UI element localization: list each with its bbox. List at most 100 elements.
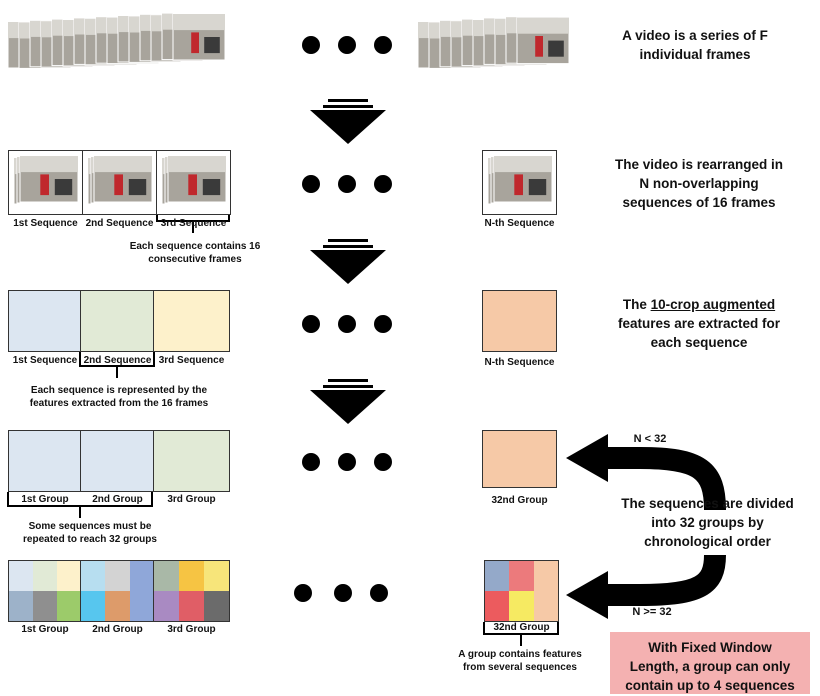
row5-label-1: 1st Group [21, 624, 69, 635]
frame-people [204, 37, 220, 54]
group-box-1 [8, 430, 82, 492]
curved-arrow-bottom-icon [566, 554, 726, 619]
row3-caption: Each sequence is represented by the feat… [14, 384, 224, 410]
bracket-row3 [79, 352, 155, 378]
row5-caption: A group contains features from several s… [440, 648, 600, 674]
group-box-2 [80, 430, 155, 492]
row4-caption-line2: repeated to reach 32 groups [23, 534, 157, 545]
video-frames-stack-right [417, 16, 570, 69]
feature-cell [33, 561, 57, 591]
mixed-group-32 [484, 560, 559, 622]
mixed-group-2 [80, 560, 155, 622]
frame-window [20, 156, 78, 173]
arrow-label-top: N < 32 [633, 433, 667, 445]
note-line1: With Fixed Window [648, 640, 772, 655]
bracket-row2 [156, 214, 230, 233]
row2-caption-line1: Each sequence contains 16 [129, 241, 261, 252]
frame-people [548, 40, 564, 57]
row4-label-32: 32nd Group [491, 495, 548, 506]
feature-cell [57, 591, 81, 621]
arrow-label-bottom: N >= 32 [632, 606, 672, 618]
feature-cell [485, 561, 510, 591]
feature-cell [81, 591, 106, 621]
row2-line2: N non-overlapping [639, 176, 759, 191]
row5-caption-line1: A group contains features [458, 649, 582, 660]
row4-line1: The sequences are divided [621, 496, 794, 511]
mixed-group-1 [8, 560, 82, 622]
row5-label-3: 3rd Group [167, 624, 216, 635]
row5-label-2: 2nd Group [92, 624, 143, 635]
row4-label-3: 3rd Group [167, 494, 216, 505]
feature-cell [485, 591, 510, 621]
feature-cell [204, 561, 229, 591]
row2-label-1: 1st Sequence [13, 218, 78, 229]
row3-label-3: 3rd Sequence [158, 355, 225, 366]
row2-label-n: N-th Sequence [484, 218, 555, 229]
row1-line1: A video is a series of F [622, 28, 768, 43]
feature-cell [509, 561, 534, 591]
feature-box-n [482, 290, 557, 352]
down-arrow-icon [310, 99, 386, 144]
row4-description: The sequences are divided into 32 groups… [600, 494, 815, 551]
feature-cell [81, 561, 106, 591]
sequence-thumb-n [482, 150, 557, 215]
feature-cell [57, 561, 81, 591]
feature-cell [179, 561, 204, 591]
bracket-row5 [483, 622, 559, 646]
feature-cell [129, 561, 154, 591]
row2-label-3: 3rd Sequence [160, 218, 227, 229]
feature-cell [533, 591, 558, 621]
frame-person [114, 174, 123, 196]
row2-description: The video is rearranged in N non-overlap… [594, 155, 804, 212]
frame-window [168, 156, 226, 173]
feature-cell [533, 561, 558, 591]
feature-cell [9, 591, 33, 621]
sequence-thumb-3 [156, 150, 231, 215]
feature-cell [105, 561, 130, 591]
frame-people [202, 179, 221, 196]
frame-person [40, 174, 49, 196]
fixed-window-note: With Fixed Window Length, a group can on… [610, 632, 810, 694]
row4-label-2: 2nd Group [92, 494, 143, 505]
row3-line1-underlined: 10-crop augmented [650, 297, 776, 312]
video-frames-stack-left [7, 13, 226, 69]
feature-box-2 [80, 290, 155, 352]
sequence-thumb-2 [82, 150, 157, 215]
feature-cell [204, 591, 229, 621]
row3-line1: The 10-crop augmented [594, 295, 804, 314]
row3-label-2: 2nd Sequence [83, 355, 152, 366]
frame-window [494, 156, 552, 173]
row4-line3: chronological order [644, 534, 771, 549]
frame-people [54, 179, 73, 196]
mixed-group-3 [153, 560, 230, 622]
sequence-thumb-1 [8, 150, 83, 215]
group-box-32 [482, 430, 557, 488]
feature-cell [9, 561, 33, 591]
down-arrow-icon [310, 379, 386, 424]
frame-people [528, 179, 547, 196]
feature-cell [154, 561, 179, 591]
row3-label-n: N-th Sequence [484, 357, 555, 368]
row1-line2: individual frames [639, 47, 751, 62]
frame-person [188, 174, 197, 196]
row4-label-1: 1st Group [21, 494, 69, 505]
note-line3: contain up to 4 sequences [625, 678, 795, 693]
row4-line2: into 32 groups by [651, 515, 764, 530]
frame-window [517, 17, 569, 34]
feature-cell [33, 591, 57, 621]
feature-box-3 [153, 290, 230, 352]
row3-line2: features are extracted for [617, 316, 781, 331]
note-line2: Length, a group can only [629, 659, 791, 674]
row3-label-1: 1st Sequence [12, 355, 78, 366]
feature-cell [509, 591, 534, 621]
row3-line1-pre: The [622, 297, 651, 312]
bracket-row4 [7, 492, 153, 518]
feature-cell [179, 591, 204, 621]
row2-label-2: 2nd Sequence [85, 218, 154, 229]
row5-label-32: 32nd Group [493, 622, 550, 633]
frame-person [191, 32, 199, 54]
frame-window [94, 156, 152, 173]
row3-description: The 10-crop augmented features are extra… [594, 295, 804, 352]
row2-line1: The video is rearranged in [614, 157, 784, 172]
